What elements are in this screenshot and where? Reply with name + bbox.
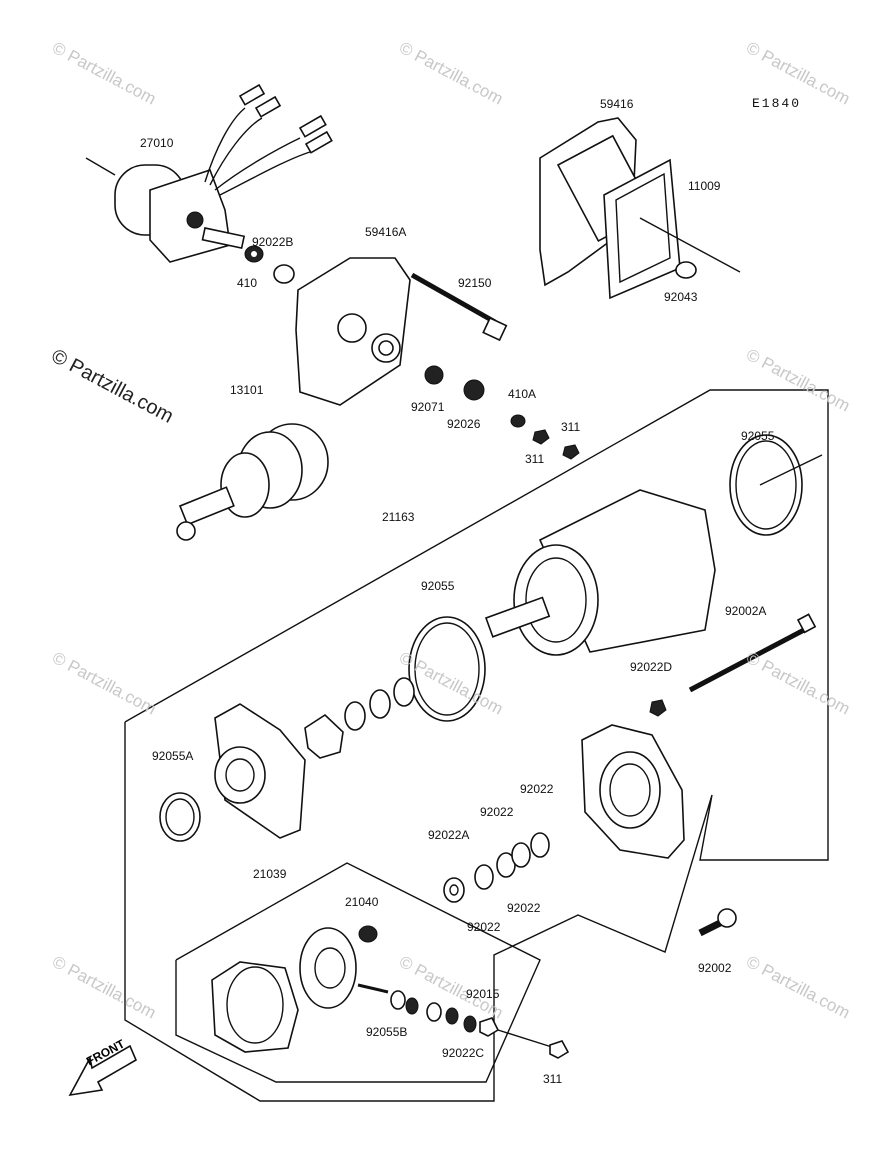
washer-92055B	[390, 990, 406, 1010]
motor-yoke-21163	[484, 489, 716, 656]
assembly-21039-outline	[175, 862, 541, 1083]
callout-92150[interactable]: 92150	[458, 276, 492, 290]
brush-housing-21039	[211, 961, 299, 1053]
front-cover	[214, 703, 306, 839]
washer-92022C	[463, 1015, 477, 1033]
starter-relay-27010	[85, 83, 333, 263]
rear-cover	[581, 724, 685, 859]
callout-92055-b[interactable]: 92055	[421, 579, 455, 593]
brush-holder-plate	[299, 927, 389, 1009]
callout-92022C[interactable]: 92022C	[442, 1046, 485, 1060]
callout-21163[interactable]: 21163	[382, 510, 415, 524]
bushing-92043	[675, 261, 697, 279]
front-arrow-icon	[68, 1044, 138, 1097]
o-ring-92055-a	[729, 434, 803, 536]
callout-311-c[interactable]: 311	[543, 1072, 563, 1086]
callout-410[interactable]: 410	[237, 276, 258, 290]
bolt-92002	[698, 908, 737, 937]
washer-92022B	[273, 264, 295, 284]
callout-92002A[interactable]: 92002A	[725, 604, 767, 618]
callout-11009[interactable]: 11009	[688, 179, 721, 193]
bolt-92002A	[688, 613, 817, 693]
washer-a	[344, 701, 366, 731]
washer-b3	[426, 1002, 442, 1022]
nut-92022D	[649, 699, 667, 717]
washer-c	[393, 677, 415, 707]
callout-92022-bottom-b[interactable]: 92022	[507, 901, 541, 915]
callout-410A[interactable]: 410A	[508, 387, 537, 401]
bushing-92071	[424, 365, 444, 385]
callout-92055A[interactable]: 92055A	[152, 749, 194, 763]
callout-92026[interactable]: 92026	[447, 417, 481, 431]
callout-92022B[interactable]: 92022B	[252, 235, 294, 249]
o-ring-92055-b	[408, 616, 486, 722]
callout-92022A[interactable]: 92022A	[428, 828, 470, 842]
callout-92055-a[interactable]: 92055	[741, 429, 775, 443]
callout-21040[interactable]: 21040	[345, 895, 379, 909]
shim-92022-d	[530, 832, 550, 858]
bushing-92026	[463, 379, 485, 401]
callout-59416[interactable]: 59416	[600, 97, 634, 111]
brush-plate-retainer	[304, 713, 344, 759]
callout-92022-top-a[interactable]: 92022	[520, 782, 554, 796]
shim-92022-a	[474, 864, 494, 890]
callout-21039[interactable]: 21039	[253, 867, 287, 881]
washer-b4	[445, 1007, 459, 1025]
callout-92043[interactable]: 92043	[664, 290, 698, 304]
callout-59416A[interactable]: 59416A	[365, 225, 407, 239]
washer-b	[369, 689, 391, 719]
shim-92022A	[443, 877, 465, 903]
callout-92022D[interactable]: 92022D	[630, 660, 673, 674]
callout-27010[interactable]: 27010	[140, 136, 174, 150]
callout-311-b[interactable]: 311	[525, 452, 545, 466]
callout-92022-bottom-a[interactable]: 92022	[467, 920, 501, 934]
washer-410A	[510, 414, 526, 428]
brush-holder-21040	[358, 925, 378, 943]
shim-92022-c	[511, 842, 531, 868]
assembly-21163-outline	[124, 389, 829, 1102]
callout-311-a[interactable]: 311	[561, 420, 581, 434]
callout-92015[interactable]: 92015	[466, 987, 500, 1001]
diagram-code: E1840	[752, 96, 802, 111]
nut-311-b	[562, 444, 580, 460]
bolt-92150	[410, 272, 508, 342]
washer-b2	[405, 997, 419, 1015]
nut-92015	[479, 1017, 500, 1037]
nut-311-c	[549, 1040, 570, 1059]
callout-92002[interactable]: 92002	[698, 961, 732, 975]
callout-13101[interactable]: 13101	[230, 383, 264, 397]
callout-92022-top-b[interactable]: 92022	[480, 805, 514, 819]
nut-311-a	[532, 429, 550, 445]
cover-59416A	[295, 257, 411, 406]
callout-92071[interactable]: 92071	[411, 400, 445, 414]
starter-clutch-13101	[176, 423, 329, 541]
callout-92055B[interactable]: 92055B	[366, 1025, 408, 1039]
